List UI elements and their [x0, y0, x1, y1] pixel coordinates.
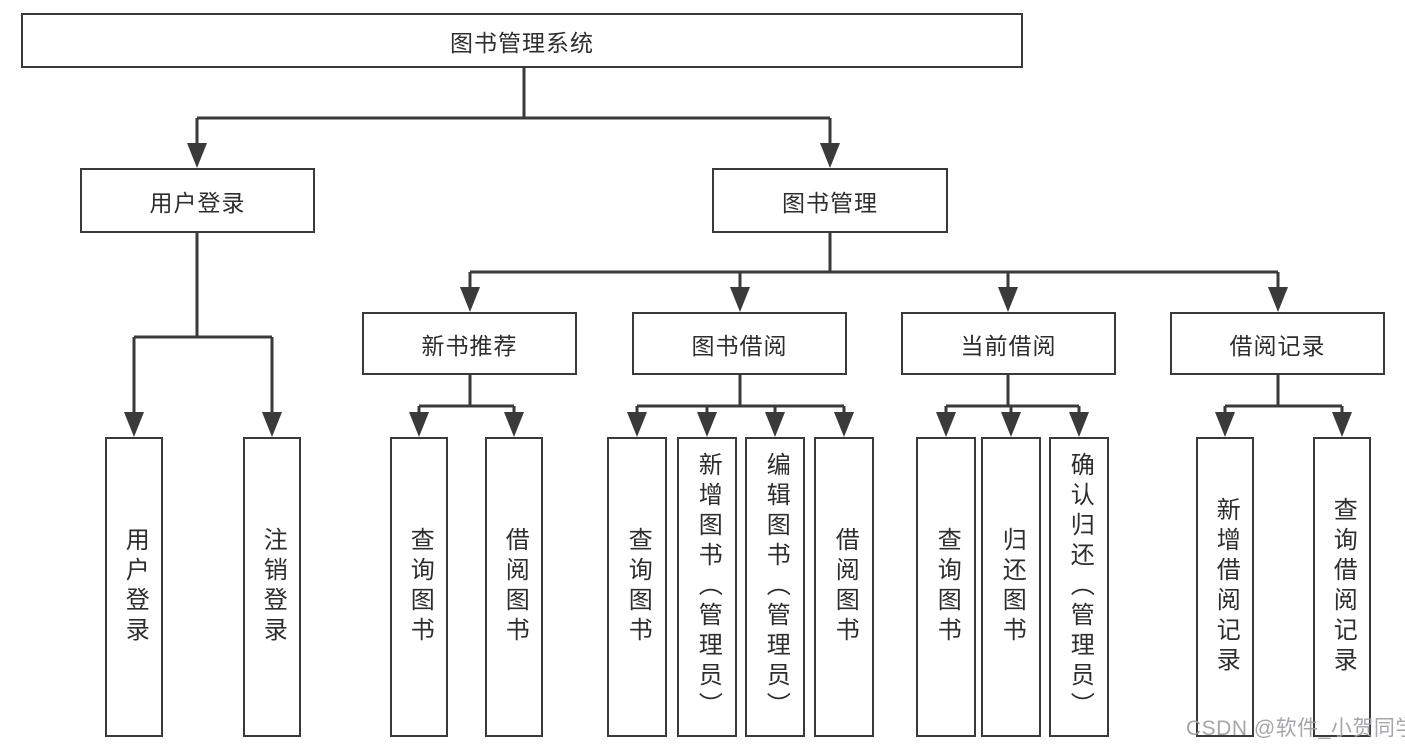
leaf-rec-query-books: 查询图书	[390, 437, 448, 737]
node-label: 借阅图书	[831, 527, 859, 647]
connector-current-borrow-children	[936, 375, 1089, 437]
node-label: 图书管理	[782, 189, 878, 216]
node-label: 图书管理系统	[450, 29, 594, 56]
node-borrowing-records: 借阅记录	[1170, 312, 1385, 375]
node-label: 用户登录	[149, 189, 246, 216]
node-user-login: 用户登录	[80, 168, 315, 233]
node-root-system: 图书管理系统	[21, 13, 1023, 68]
node-label: 确认归还（管理员）	[1066, 452, 1094, 722]
node-book-borrowing: 图书借阅	[632, 312, 847, 375]
node-label: 用户登录	[121, 527, 149, 647]
connector-book-mgmt-children	[460, 233, 1288, 312]
connector-new-book-rec-children	[409, 375, 524, 437]
leaf-bb-edit-books-admin: 编辑图书（管理员）	[745, 437, 805, 737]
leaf-bb-query-books: 查询图书	[607, 437, 667, 737]
leaf-br-add-record: 新增借阅记录	[1196, 437, 1254, 737]
leaf-logout: 注销登录	[243, 437, 301, 737]
node-label: 新书推荐	[421, 332, 518, 359]
connector-user-login-children	[124, 233, 282, 437]
node-label: 查询图书	[933, 527, 961, 647]
node-label: 查询图书	[406, 527, 434, 647]
node-label: 图书借阅	[691, 332, 788, 359]
leaf-user-login: 用户登录	[105, 437, 163, 737]
node-label: 新增借阅记录	[1212, 497, 1240, 677]
connector-borrow-records-children	[1215, 375, 1352, 437]
node-label: 借阅记录	[1229, 332, 1326, 359]
csdn-watermark: CSDN @软件_小贺同学	[1186, 717, 1405, 740]
node-label: 新增图书（管理员）	[694, 452, 722, 722]
leaf-bb-add-books-admin: 新增图书（管理员）	[677, 437, 737, 737]
connector-book-borrow-children	[627, 375, 854, 437]
leaf-cb-confirm-return-admin: 确认归还（管理员）	[1049, 437, 1109, 737]
node-book-management: 图书管理	[712, 168, 948, 233]
node-new-book-recommend: 新书推荐	[362, 312, 577, 375]
node-label: 查询借阅记录	[1329, 497, 1357, 677]
node-label: 查询图书	[624, 527, 652, 647]
node-label: 注销登录	[259, 527, 287, 647]
leaf-cb-query-books: 查询图书	[916, 437, 976, 737]
leaf-bb-borrow-books: 借阅图书	[814, 437, 874, 737]
leaf-cb-return-books: 归还图书	[981, 437, 1041, 737]
leaf-rec-borrow-books: 借阅图书	[485, 437, 543, 737]
connector-root-to-level2	[187, 68, 840, 168]
node-label: 当前借阅	[960, 332, 1057, 359]
node-label: 归还图书	[998, 527, 1026, 647]
node-current-borrowing: 当前借阅	[901, 312, 1116, 375]
node-label: 借阅图书	[501, 527, 529, 647]
node-label: 编辑图书（管理员）	[762, 452, 790, 722]
leaf-br-query-record: 查询借阅记录	[1313, 437, 1371, 737]
